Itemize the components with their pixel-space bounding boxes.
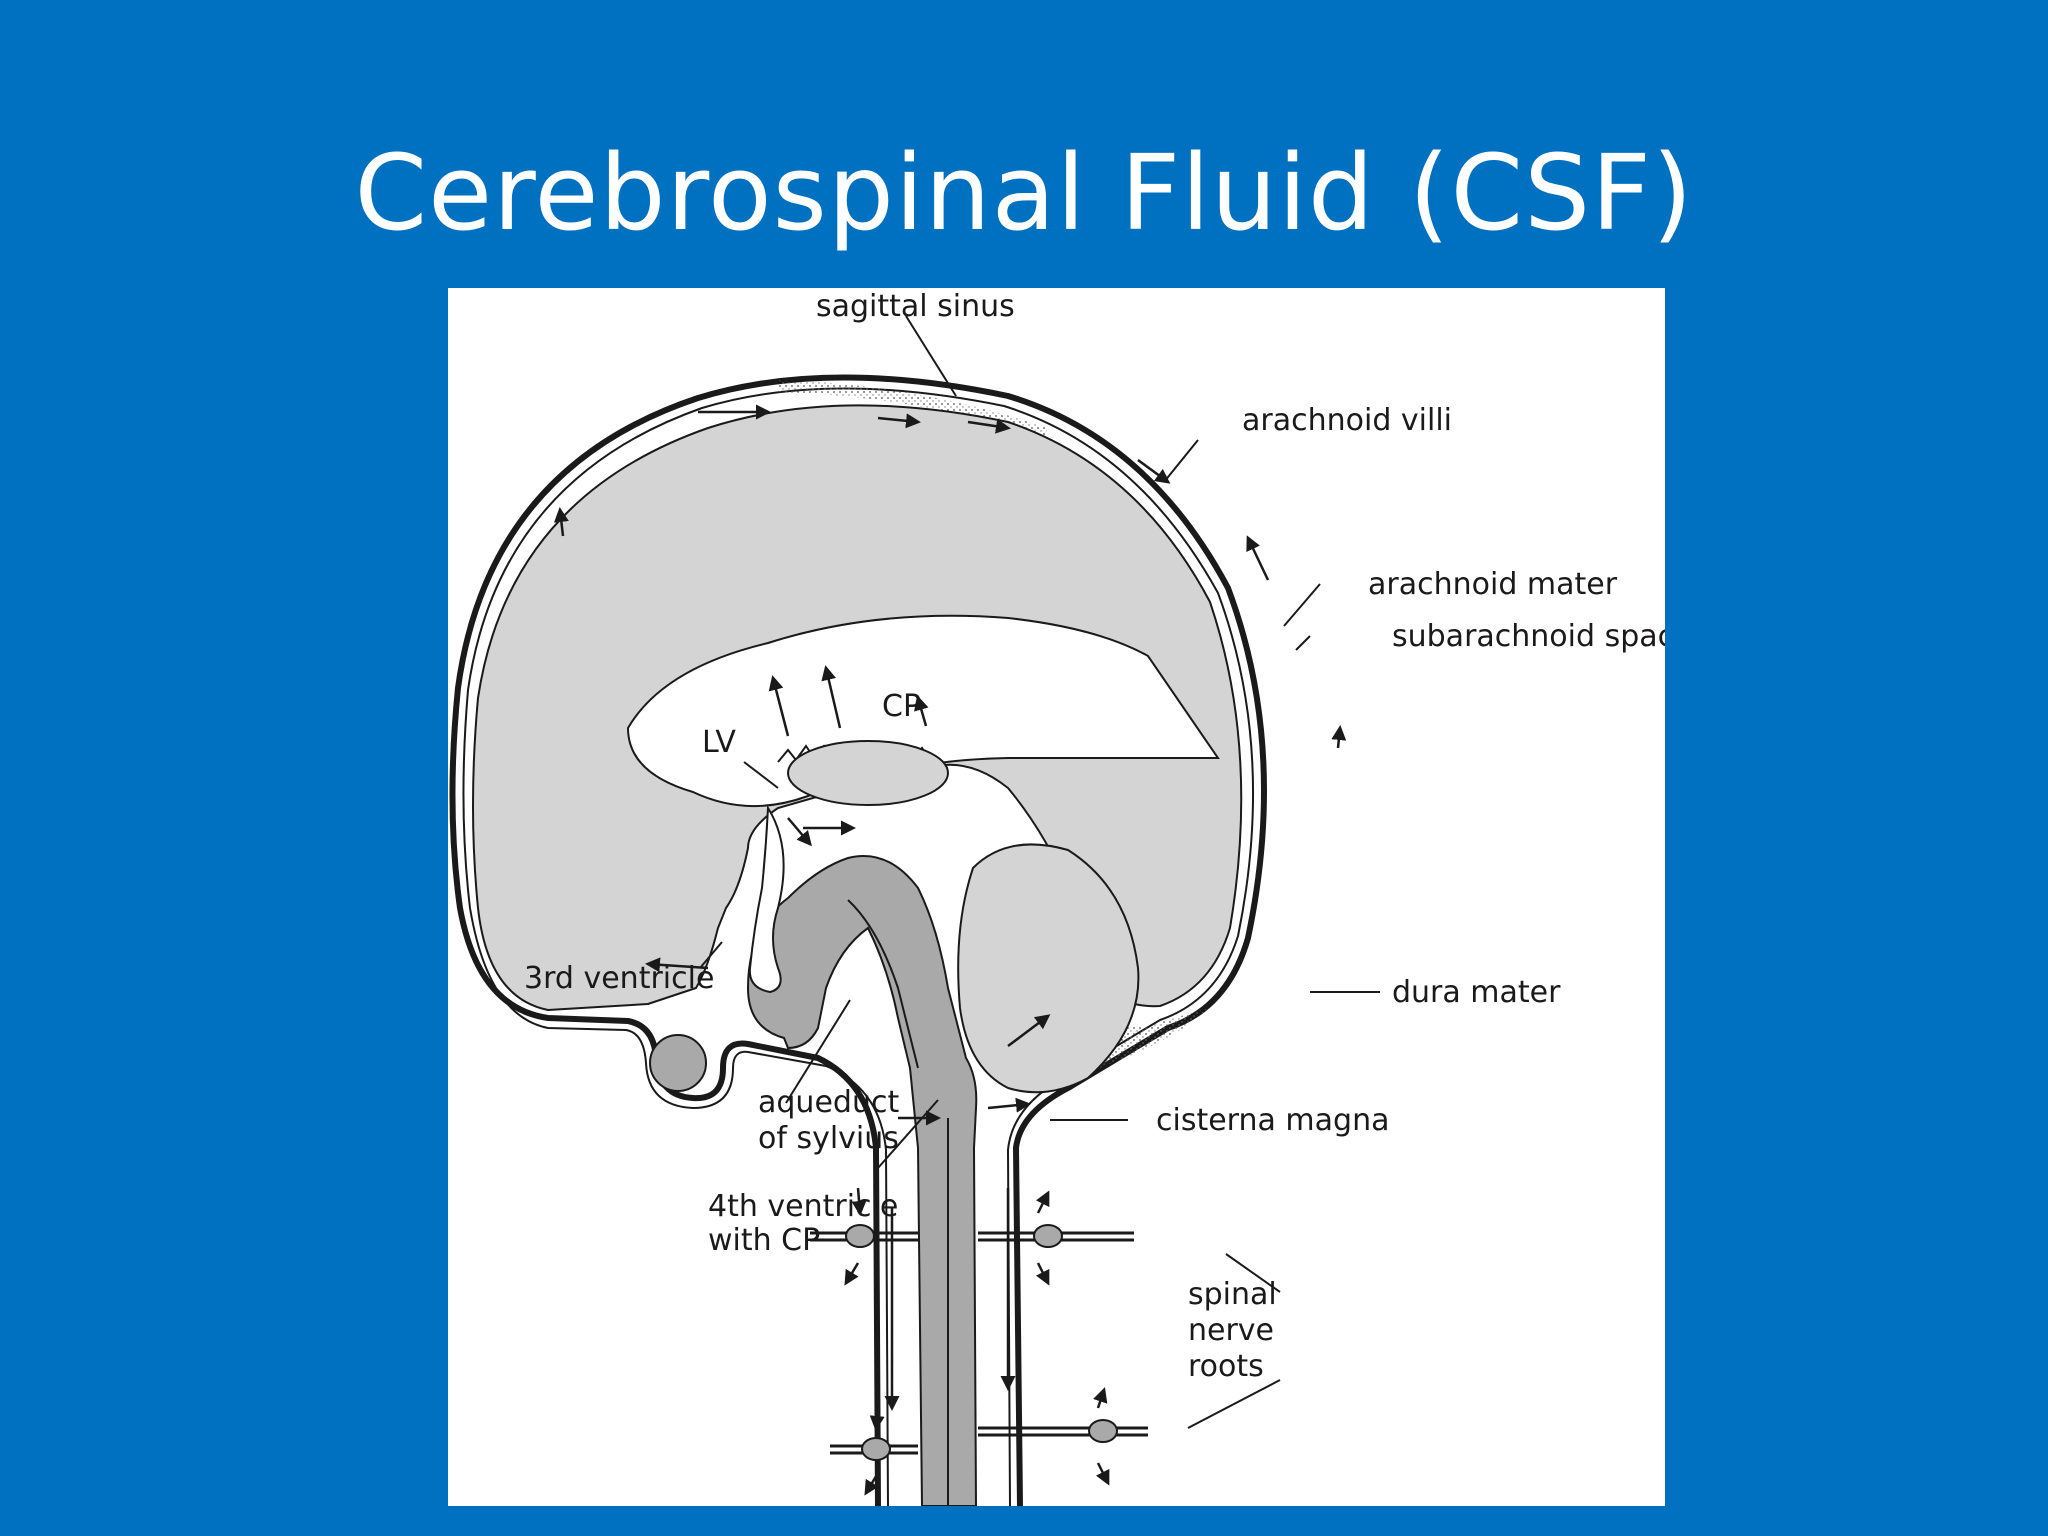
label-fourth-ventricle-line1: 4th ventricle	[708, 1189, 898, 1224]
label-sagittal-sinus: sagittal sinus	[816, 289, 1015, 324]
spinal-nerve-root-lower-right	[978, 1419, 1148, 1443]
label-subarachnoid-space: subarachnoid space	[1392, 619, 1665, 654]
label-arachnoid-villi: arachnoid villi	[1242, 403, 1452, 438]
csf-diagram: sagittal sinus arachnoid villi arachnoid…	[449, 289, 1665, 1506]
label-cisterna-magna: cisterna magna	[1156, 1103, 1389, 1138]
aqueduct-channel	[847, 899, 919, 1069]
diencephalon	[787, 740, 949, 806]
label-leader-lines	[699, 315, 1380, 1429]
arachnoid-mater-outline	[462, 387, 1254, 1506]
third-ventricle	[748, 804, 785, 994]
label-spinal-line3: roots	[1188, 1349, 1264, 1384]
label-cp: CP	[882, 689, 921, 724]
sagittal-sinus-shading	[778, 380, 1048, 438]
label-spinal-line1: spinal	[1188, 1277, 1277, 1312]
csf-flow-arrows	[553, 404, 1347, 1496]
label-third-ventricle: 3rd ventricle	[524, 961, 714, 996]
label-arachnoid-mater: arachnoid mater	[1368, 567, 1618, 602]
label-aqueduct-line2: of sylvius	[758, 1121, 899, 1156]
cerebellum	[957, 843, 1140, 1094]
label-dura-mater: dura mater	[1392, 975, 1561, 1010]
label-fourth-ventricle-line2: with CP	[708, 1223, 820, 1258]
slide-title: Cerebrospinal Fluid (CSF)	[354, 132, 1694, 254]
label-aqueduct-line1: aqueduct	[758, 1085, 899, 1120]
csf-diagram-panel: sagittal sinus arachnoid villi arachnoid…	[448, 288, 1665, 1506]
label-lv: LV	[702, 725, 736, 760]
pituitary	[649, 1034, 707, 1092]
spinal-nerve-root-upper-right	[978, 1224, 1134, 1248]
brainstem-spinal-cord	[746, 855, 978, 1506]
label-spinal-line2: nerve	[1188, 1313, 1274, 1348]
spinal-nerve-root-upper-left	[810, 1224, 918, 1248]
spinal-nerve-root-lower-left	[830, 1437, 918, 1461]
